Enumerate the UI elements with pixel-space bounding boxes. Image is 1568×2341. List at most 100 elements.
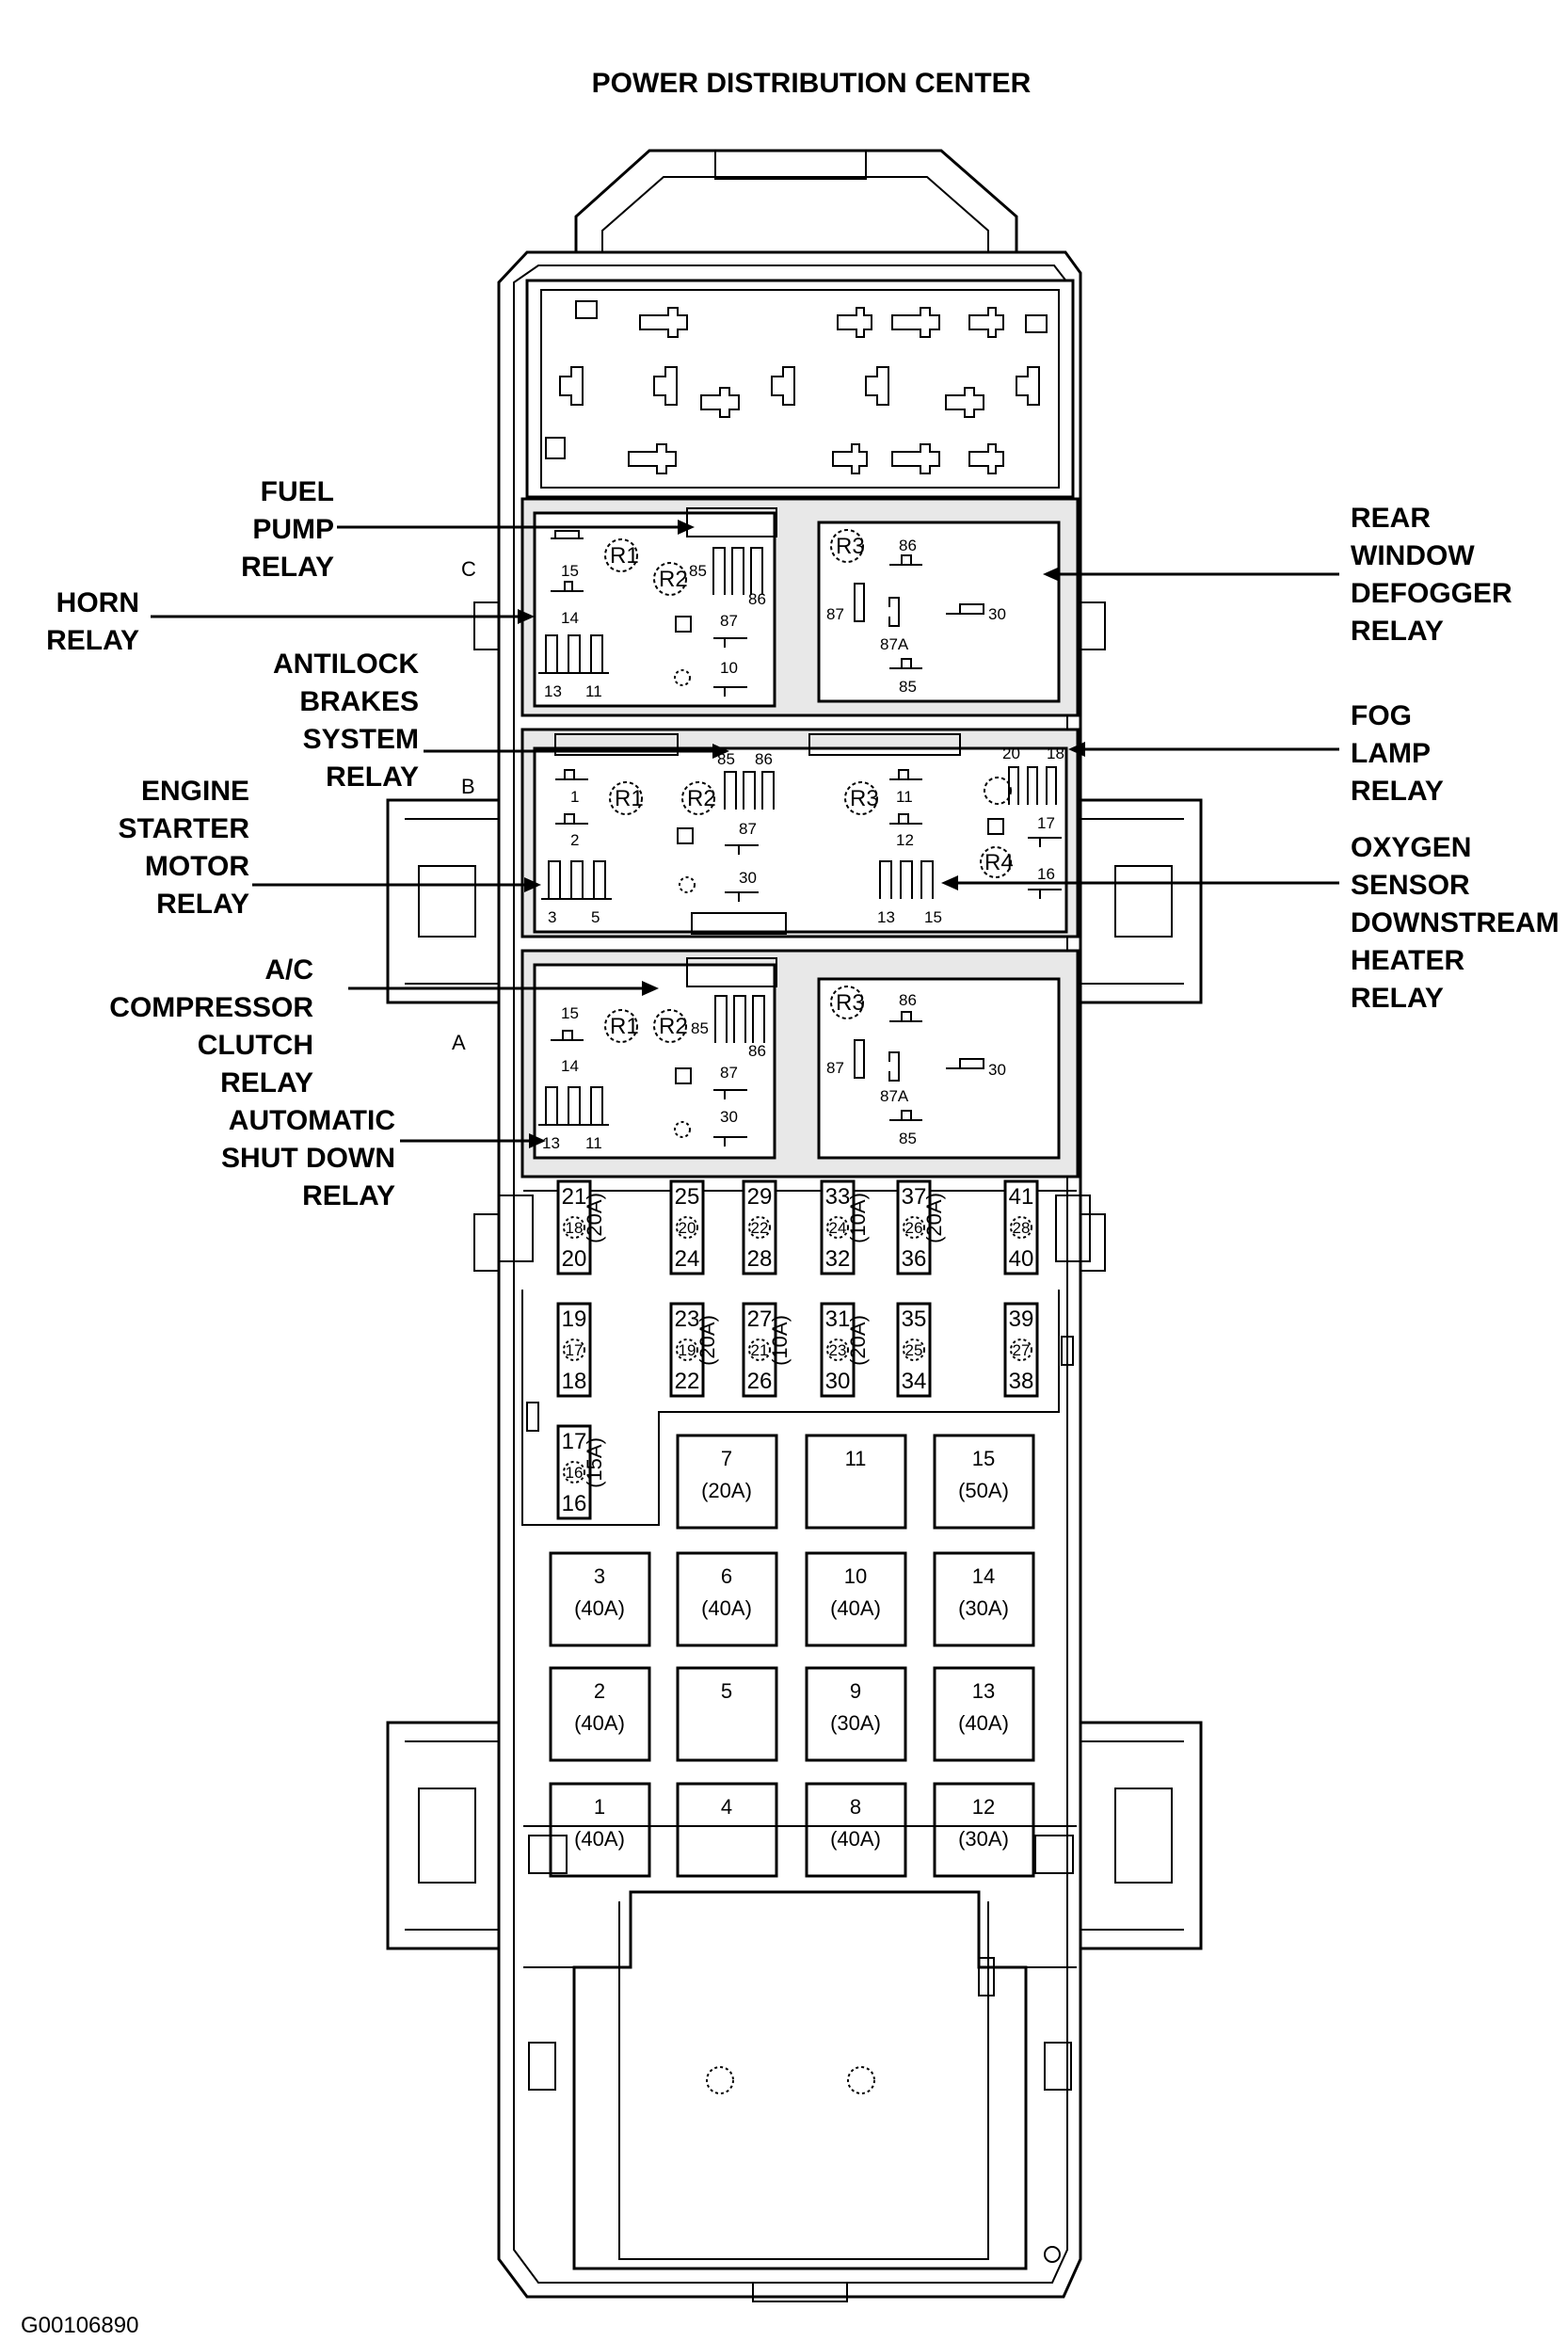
mini-fuse-pin: 37	[902, 1184, 927, 1210]
callout-line: RELAY	[156, 889, 249, 920]
callout-line: FUEL	[261, 476, 334, 507]
mini-fuse-pin: 30	[825, 1369, 851, 1394]
mini-fuse-body	[820, 1302, 856, 1398]
callout-line: RELAY	[1351, 983, 1444, 1014]
mini-fuse-pin: 29	[747, 1184, 773, 1210]
maxi-fuse-body	[933, 1666, 1035, 1762]
maxi-fuse-rating: (20A)	[701, 1479, 752, 1502]
mini-fuse-rating: (10A)	[846, 1193, 870, 1243]
callout-line: FOG	[1351, 700, 1412, 731]
mini-fuse-pin: 34	[902, 1369, 927, 1394]
pin: 87	[720, 1064, 738, 1082]
maxi-fuse-body	[805, 1434, 907, 1530]
mini-fuse-pin: 28	[747, 1246, 773, 1272]
maxi-fuse-body	[805, 1551, 907, 1647]
callout-line: DEFOGGER	[1351, 578, 1512, 609]
maxi-fuse-body	[549, 1782, 651, 1878]
mini-fuse-number: 17	[566, 1341, 584, 1359]
relay-label-r3: R3	[836, 990, 865, 1016]
maxi-fuse-rating: (40A)	[830, 1827, 881, 1851]
mini-fuse-pin: 40	[1009, 1246, 1034, 1272]
mini-fuse-pin: 35	[902, 1307, 927, 1332]
pin: 18	[1047, 745, 1064, 762]
mini-fuse-number: 19	[679, 1341, 696, 1359]
callout-line: HORN	[56, 587, 139, 618]
pin: 13	[544, 682, 562, 700]
pin: 15	[561, 562, 579, 580]
relay-label-r2: R2	[659, 1014, 688, 1039]
pin: 13	[877, 908, 895, 926]
maxi-fuse: 15(50A)	[933, 1434, 1035, 1530]
maxi-fuse-rating: (50A)	[958, 1479, 1009, 1502]
pin: 86	[899, 537, 917, 554]
mini-fuse-pin: 18	[562, 1369, 587, 1394]
maxi-fuse-rating: (30A)	[958, 1596, 1009, 1620]
maxi-fuse-rating: (30A)	[958, 1827, 1009, 1851]
mini-fuse-number: 20	[679, 1219, 696, 1237]
pin: 85	[691, 1019, 709, 1037]
mini-fuse-number: 21	[751, 1341, 769, 1359]
pin: 87A	[880, 1087, 909, 1105]
maxi-fuse-rating: (40A)	[830, 1596, 881, 1620]
callout-line: A/C	[264, 954, 313, 986]
pin: 16	[1037, 865, 1055, 883]
pin: 86	[899, 991, 917, 1009]
pin: 87A	[880, 635, 909, 653]
mini-fuse-cavity	[748, 1339, 771, 1361]
mini-fuses-upper: 211820(20A)252024292228332432(10A)372636…	[556, 1179, 1039, 1275]
pin: 85	[717, 750, 735, 768]
callout-line: DOWNSTREAM	[1351, 907, 1560, 938]
arrowhead	[529, 1133, 546, 1148]
mini-fuse-rating: (20A)	[583, 1193, 606, 1243]
maxi-fuse-body	[549, 1666, 651, 1762]
maxi-fuse-number: 10	[844, 1564, 867, 1588]
maxi-fuse: 7(20A)	[676, 1434, 778, 1530]
arrowhead	[678, 520, 695, 535]
pin: 11	[896, 788, 913, 806]
mini-fuse-number: 18	[566, 1219, 584, 1237]
maxi-fuse-number: 14	[972, 1564, 995, 1588]
maxi-fuse-number: 13	[972, 1679, 995, 1703]
relay-label-r1: R1	[615, 786, 644, 811]
callout-line: MOTOR	[145, 851, 249, 882]
pin: 85	[899, 1130, 917, 1147]
maxi-fuse: 12 (30A)	[933, 1782, 1035, 1878]
callout-line: RELAY	[302, 1180, 395, 1211]
pin: 14	[561, 609, 579, 627]
arrowhead	[518, 609, 535, 624]
maxi-fuse-number: 2	[594, 1679, 605, 1703]
maxi-fuse-body	[676, 1551, 778, 1647]
mini-fuse-pin: 17	[562, 1429, 587, 1454]
maxi-fuse-number: 4	[721, 1795, 732, 1819]
callout-line: STARTER	[119, 813, 250, 844]
mini-fuse-number: 16	[566, 1464, 584, 1482]
pin: 87	[826, 605, 844, 623]
pin: 85	[899, 678, 917, 696]
maxi-fuse-body	[676, 1434, 778, 1530]
callout-line: AUTOMATIC	[229, 1105, 395, 1136]
maxi-fuse-body	[933, 1551, 1035, 1647]
callouts-right: REARWINDOWDEFOGGERRELAYFOGLAMPRELAYOXYGE…	[941, 503, 1560, 1014]
maxi-fuse: 5	[676, 1666, 778, 1762]
relay-label-r4: R4	[984, 850, 1014, 875]
maxi-fuse: 14 (30A)	[933, 1551, 1035, 1647]
maxi-fuse-number: 12	[972, 1795, 995, 1819]
pin: 12	[896, 831, 914, 849]
callout-line: RELAY	[326, 762, 419, 793]
callout-line: HEATER	[1351, 945, 1464, 976]
row-a-label: A	[452, 1031, 466, 1054]
mini-fuse-cavity	[748, 1216, 771, 1239]
diagram-title: POWER DISTRIBUTION CENTER	[592, 68, 1032, 99]
callout-line: COMPRESSOR	[109, 992, 313, 1023]
callout-line: RELAY	[1351, 616, 1444, 647]
mini-fuse-pin: 38	[1009, 1369, 1034, 1394]
maxi-fuse: 2(40A)	[549, 1666, 651, 1762]
row-c-label: C	[461, 557, 476, 581]
mini-fuse-cavity	[826, 1216, 849, 1239]
